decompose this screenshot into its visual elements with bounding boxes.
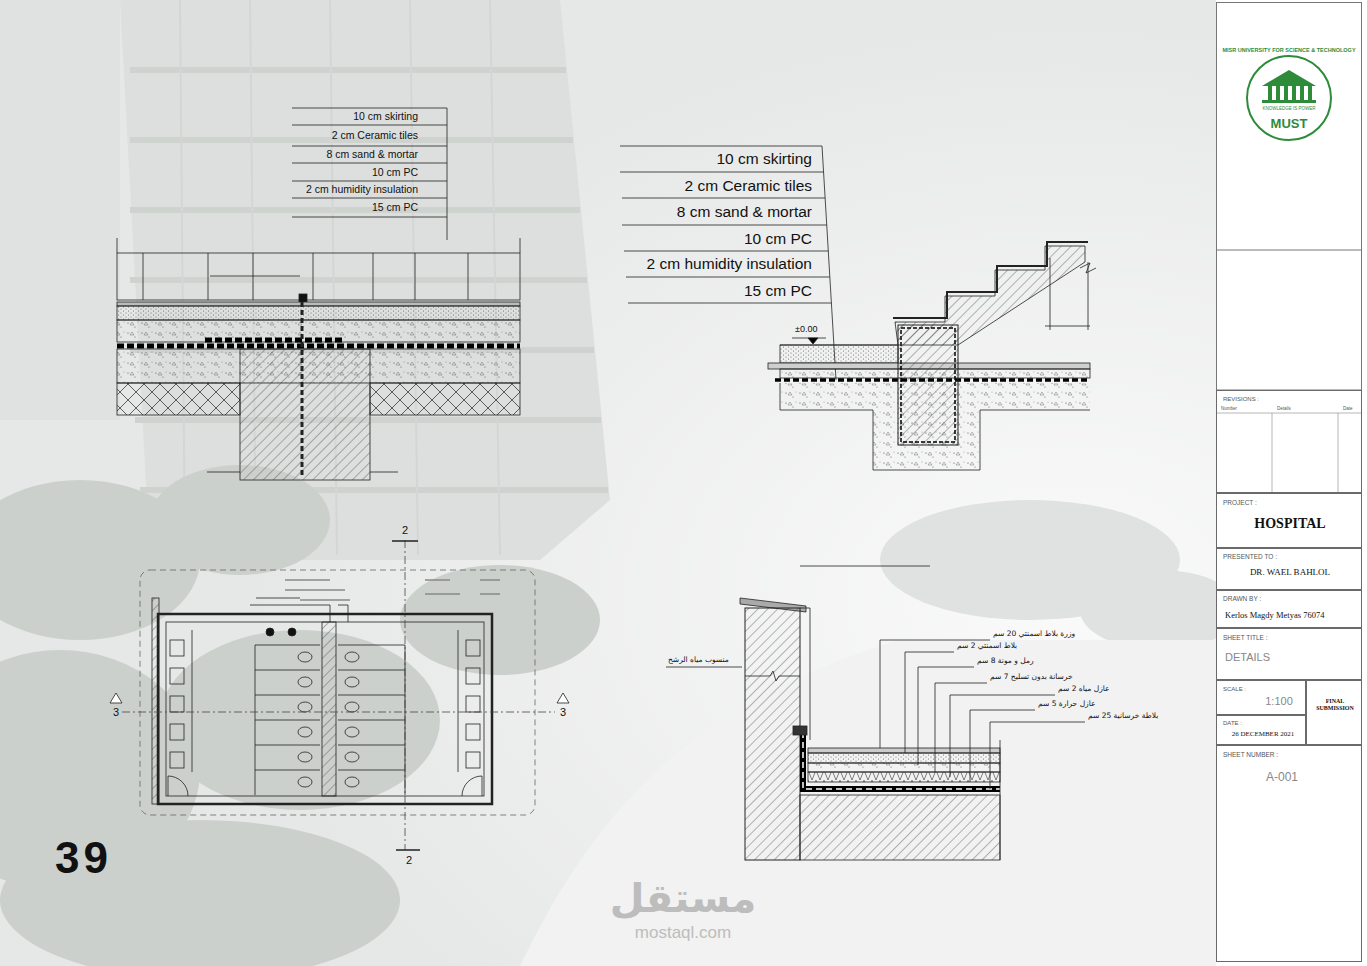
submission-cell: FINAL SUBMISSION <box>1306 680 1362 745</box>
layer-callout: 8 cm sand & mortar <box>326 149 418 161</box>
level-callout: منسوب مياه الرشح <box>668 656 729 664</box>
section-marker: 2 <box>406 854 412 866</box>
cell-value: DETAILS <box>1225 651 1270 663</box>
roof-parapet-detail <box>666 566 1085 860</box>
cell-heading: DATE : <box>1223 720 1242 727</box>
elevation-mark: ±0.00 <box>795 325 817 335</box>
cell-value: HOSPITAL <box>1254 516 1325 531</box>
cell-heading: REVISIONS : <box>1223 396 1259 403</box>
project-cell: PROJECT : HOSPITAL <box>1216 493 1362 548</box>
layer-callout: عازل حرارة 5 سم <box>1038 700 1095 708</box>
cell-value: 26 DECEMBER 2021 <box>1232 731 1295 739</box>
cell-heading: SCALE : <box>1223 686 1246 693</box>
sheet-title-cell: SHEET TITLE : DETAILS <box>1216 628 1362 680</box>
layer-callout: وزرة بلاط اسمنتي 20 سم <box>993 630 1075 638</box>
sheet-number-cell: SHEET NUMBER : A-001 <box>1216 745 1362 962</box>
logo-text: MISR UNIVERSITY FOR SCIENCE & TECHNOLOGY <box>1222 47 1355 53</box>
layer-callout: 2 cm Ceramic tiles <box>332 130 418 142</box>
cell-value: A-001 <box>1266 771 1298 784</box>
cell-value: Kerlos Magdy Metyas 76074 <box>1225 611 1324 620</box>
cell-value: Date <box>1343 407 1353 412</box>
stair-detail <box>620 146 1096 470</box>
layer-callout: خرسانة بدون تسليح 7 سم <box>990 673 1073 681</box>
layer-callout: 15 cm PC <box>744 282 812 299</box>
logo-mark: MUST <box>1271 117 1308 131</box>
section-marker: 3 <box>113 706 119 718</box>
cell-heading: PROJECT : <box>1223 499 1257 506</box>
layer-callout: 10 cm PC <box>372 167 418 179</box>
logo-motto: KNOWLEDGE IS POWER <box>1262 107 1315 112</box>
cell-heading: DRAWN BY : <box>1223 595 1261 602</box>
layer-callout: 15 cm PC <box>372 202 418 214</box>
page-number: 39 <box>55 834 112 882</box>
cell-value: 1:100 <box>1265 695 1293 707</box>
toilet-plan <box>110 540 569 850</box>
section-marker: 3 <box>560 706 566 718</box>
cell-heading: FINAL SUBMISSION <box>1313 698 1357 711</box>
layer-callout: 10 cm PC <box>744 230 812 247</box>
layer-callout: بلاط اسمنتي 2 سم <box>957 642 1017 650</box>
watermark: مستقل <box>610 876 756 920</box>
presented-cell: PRESENTED TO : DR. WAEL BAHLOL <box>1216 548 1362 590</box>
cell-heading: SHEET NUMBER : <box>1223 751 1278 758</box>
layer-callout: 2 cm humidity insulation <box>306 184 418 196</box>
title-block <box>1216 0 1367 966</box>
layer-callout: رمل و مونة 8 سم <box>977 657 1034 665</box>
floor-detail <box>117 108 520 480</box>
layer-callout: بلاطة خرسانية 25 سم <box>1088 712 1158 720</box>
layer-callout: عازل مياه 2 سم <box>1058 685 1110 693</box>
cell-value: Details <box>1277 407 1291 412</box>
cell-heading: PRESENTED TO : <box>1223 553 1277 560</box>
layer-callout: 10 cm skirting <box>353 111 418 123</box>
layer-callout: 2 cm humidity insulation <box>647 255 812 272</box>
layer-callout: 8 cm sand & mortar <box>677 203 812 220</box>
cell-value: Number <box>1221 407 1237 412</box>
scale-cell: SCALE : 1:100 <box>1216 680 1306 715</box>
layer-callout: 2 cm Ceramic tiles <box>685 177 812 194</box>
layer-callout: 10 cm skirting <box>716 150 812 167</box>
drawn-by-cell: DRAWN BY : Kerlos Magdy Metyas 76074 <box>1216 590 1362 628</box>
revisions-cell: REVISIONS : Number Details Date <box>1216 390 1362 493</box>
date-cell: DATE : 26 DECEMBER 2021 <box>1216 715 1306 745</box>
section-marker: 2 <box>402 524 408 536</box>
watermark: mostaql.com <box>635 924 731 943</box>
cell-heading: SHEET TITLE : <box>1223 634 1268 641</box>
cell-value: DR. WAEL BAHLOL <box>1250 568 1330 578</box>
